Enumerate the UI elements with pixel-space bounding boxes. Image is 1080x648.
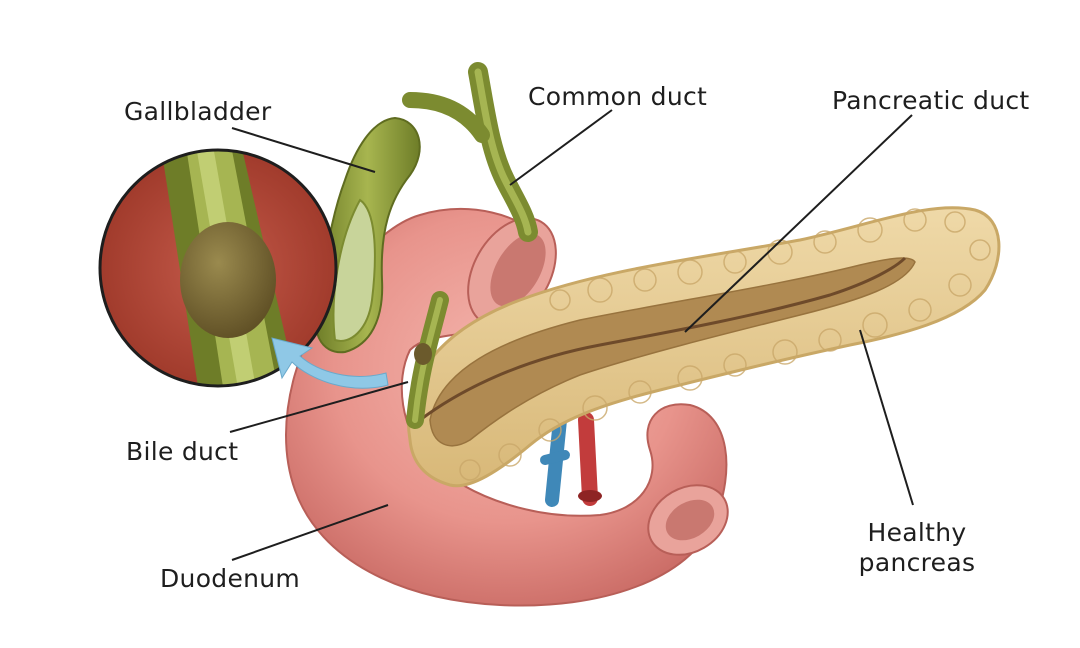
magnified-view <box>98 148 338 388</box>
gallbladder-label: Gallbladder <box>124 97 272 126</box>
duodenum-label: Duodenum <box>160 564 301 593</box>
pancreatic-duct-label: Pancreatic duct <box>832 86 1030 115</box>
bile-duct-label: Bile duct <box>126 437 239 466</box>
pancreas-shape <box>407 206 1001 488</box>
arrow-icon <box>271 337 389 389</box>
common-duct-label: Common duct <box>528 82 708 111</box>
biliary-tree <box>314 62 538 429</box>
healthy-pancreas-line1: Healthy <box>867 518 967 547</box>
leader-lines <box>229 109 914 561</box>
healthy-pancreas-line2: pancreas <box>858 548 976 577</box>
blood-vessels <box>540 412 602 507</box>
healthy-pancreas-label: Healthy pancreas <box>852 518 982 578</box>
